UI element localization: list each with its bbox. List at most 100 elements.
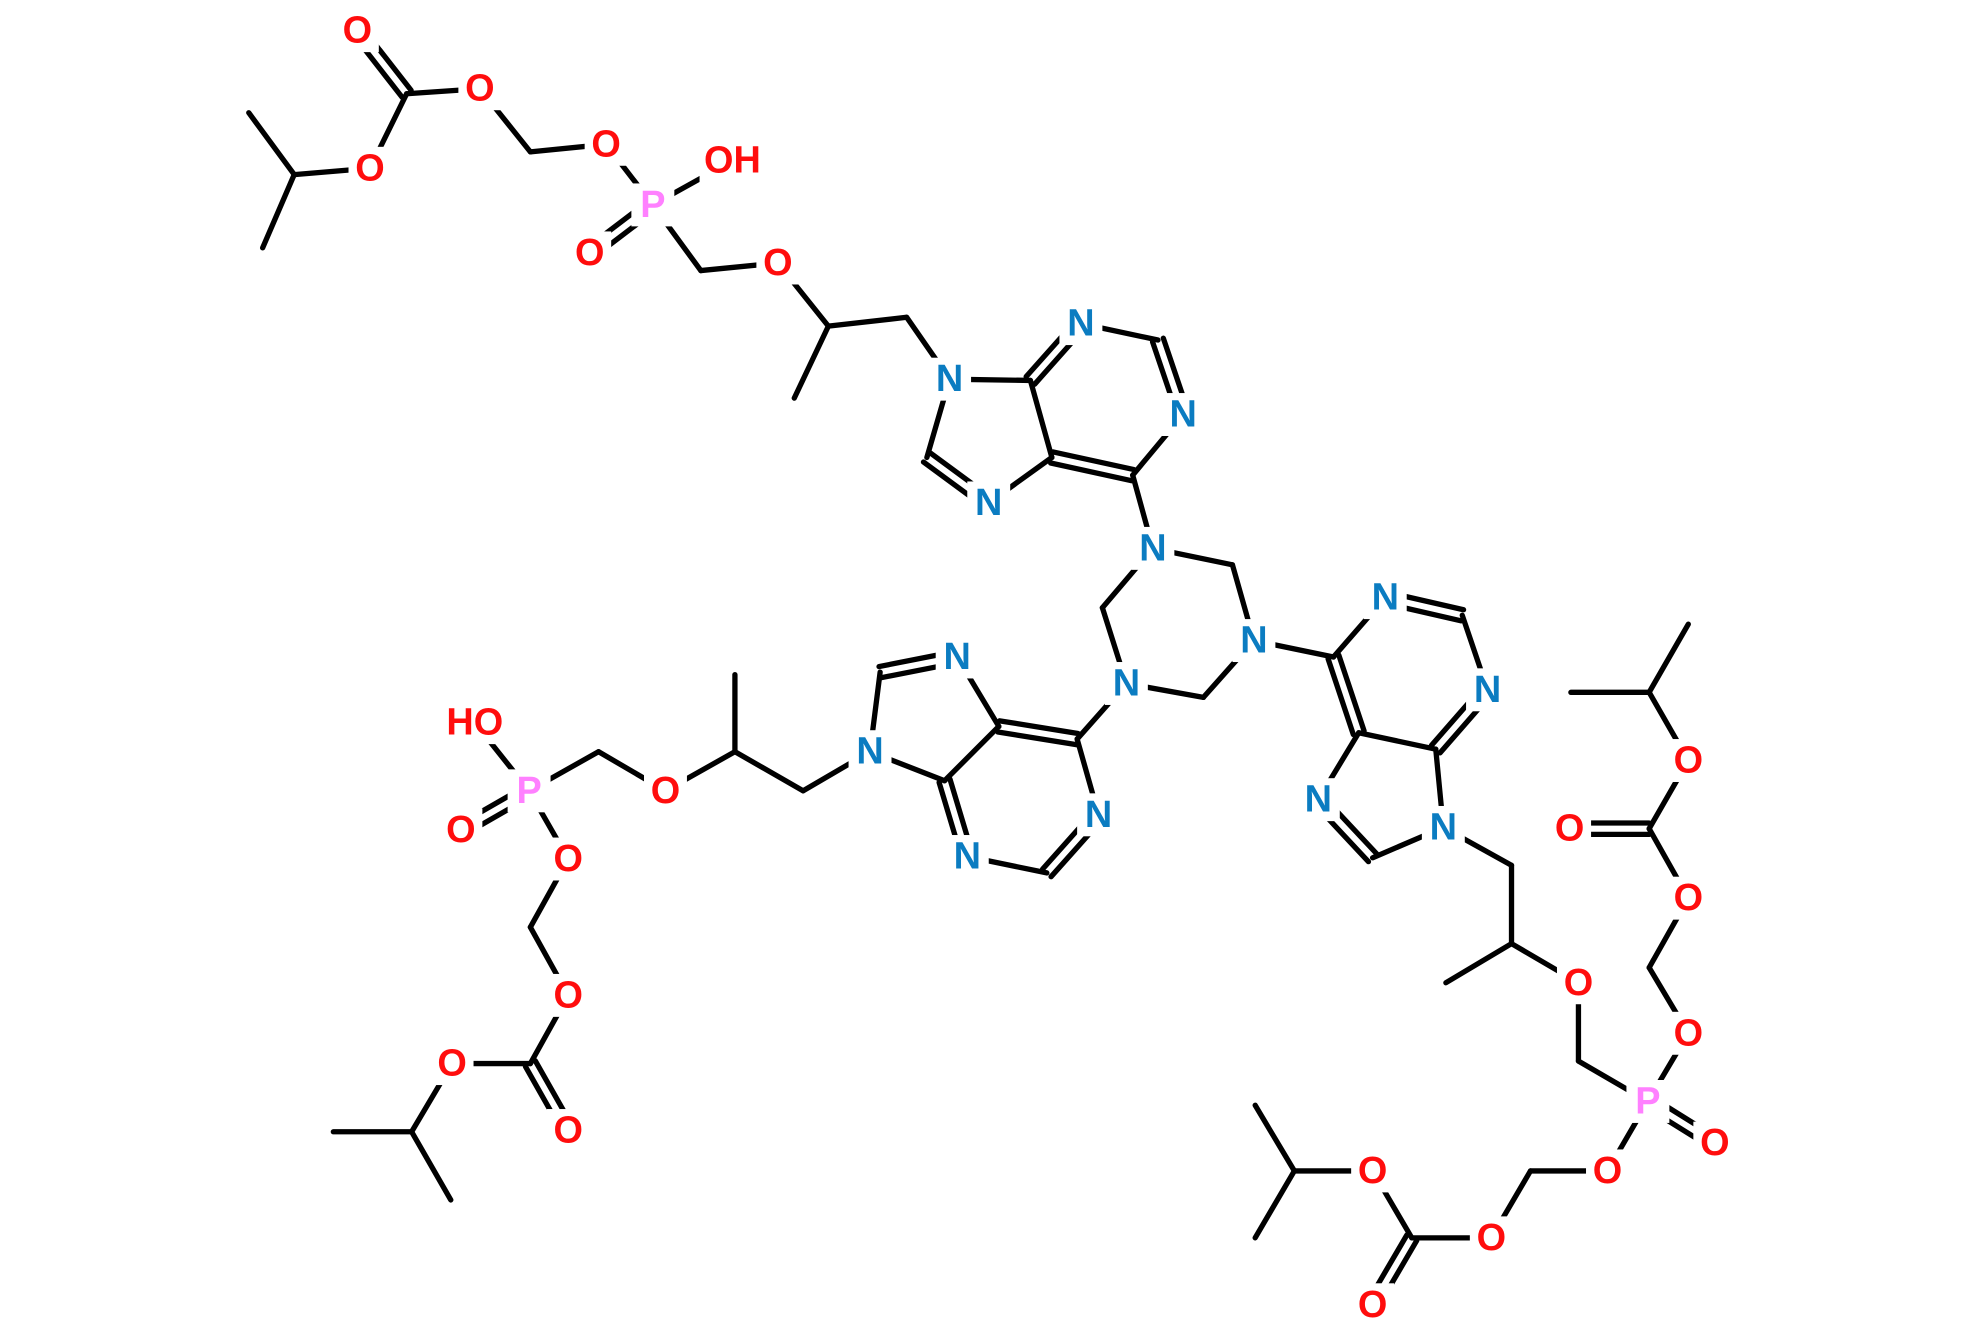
atom-background	[1626, 1080, 1670, 1123]
atom-label-n: N	[1113, 662, 1140, 704]
bond-line	[1646, 621, 1691, 695]
atom-background	[430, 1042, 474, 1086]
atom-background	[967, 481, 1011, 525]
atom-label-o: O	[1477, 1217, 1506, 1259]
atom-label-o: O	[1700, 1122, 1729, 1164]
atom-label-n: N	[856, 731, 883, 773]
atom-label-n: N	[975, 482, 1002, 524]
atom-label-o: O	[1358, 1150, 1387, 1192]
atom-label-o: O	[554, 838, 583, 880]
atom-label-o: O	[554, 974, 583, 1016]
bond-line	[825, 314, 910, 329]
bond-line	[941, 723, 1002, 784]
atom-background	[1421, 805, 1465, 849]
atom-background	[1363, 576, 1407, 620]
atom-label-n: N	[954, 835, 981, 877]
atom-label-n: N	[1372, 577, 1399, 619]
bond-line	[791, 323, 832, 401]
atom-label-o: O	[575, 232, 604, 274]
atom-background	[1469, 1216, 1513, 1260]
atom-label-o: O	[355, 147, 384, 189]
atom-background	[1666, 739, 1710, 782]
atom-label-o: O	[1593, 1150, 1622, 1192]
bond-line	[1027, 377, 1055, 461]
atom-background	[935, 635, 979, 679]
atom-label-o: O	[343, 10, 372, 52]
atom-label-n: N	[943, 636, 970, 678]
atom-background	[1232, 619, 1276, 663]
atom-background	[458, 67, 502, 111]
bond-line	[1252, 1168, 1297, 1241]
bond-line	[1356, 730, 1439, 752]
atom-label-o: O	[554, 1110, 583, 1152]
atom-background	[1296, 778, 1340, 822]
atom-label-o: O	[1358, 1284, 1387, 1326]
atom-background	[928, 357, 972, 401]
atom-label-o: O	[763, 242, 792, 284]
atom-background	[945, 835, 989, 878]
atom-label-n: N	[1240, 620, 1267, 662]
atom-background	[568, 231, 612, 275]
atom-label-n: N	[1067, 303, 1094, 345]
atom-background	[756, 241, 800, 285]
atom-label-n: N	[1305, 779, 1332, 821]
atom-label-p: P	[640, 184, 665, 226]
atom-background	[348, 146, 392, 190]
atom-label-p: P	[1635, 1080, 1660, 1122]
atom-background	[1466, 668, 1509, 712]
atom-background	[1059, 302, 1103, 346]
atom-background	[631, 183, 675, 227]
atom-background	[644, 769, 687, 813]
bond-line	[995, 729, 1079, 748]
atom-label-n: N	[1139, 527, 1166, 569]
bond-line	[246, 110, 297, 178]
atom-background	[1548, 807, 1592, 851]
atom-background	[439, 808, 483, 852]
atom-background	[1077, 793, 1121, 837]
atom-label-p: P	[516, 770, 541, 812]
bond-line	[1336, 652, 1367, 734]
atom-label-n: N	[1430, 806, 1457, 848]
bond-line	[1325, 656, 1356, 738]
bond-line	[1048, 460, 1135, 484]
atom-background	[1351, 1149, 1395, 1193]
bond-line	[1252, 1102, 1297, 1174]
atom-label-o: O	[1674, 1012, 1703, 1054]
bond-line	[732, 749, 806, 794]
atom-background	[584, 122, 628, 166]
bonds	[246, 24, 1721, 1311]
atom-background	[335, 9, 379, 53]
atom-label-o: O	[1555, 808, 1584, 850]
atom-label-n: N	[1170, 394, 1197, 436]
atom-background	[1131, 526, 1175, 570]
atom-background	[1104, 662, 1148, 705]
atom-background	[546, 1109, 590, 1152]
atom-label-n: N	[1085, 794, 1112, 836]
atom-background	[1666, 876, 1710, 920]
atom-label-n: N	[1474, 669, 1501, 711]
atom-label-o: O	[437, 1043, 466, 1085]
bond-line	[409, 1129, 454, 1203]
atom-background	[1556, 961, 1600, 1005]
atom-label-o: OH	[704, 140, 761, 182]
atom-background	[441, 701, 508, 745]
atom-background	[1161, 393, 1205, 436]
bond-line	[1050, 449, 1137, 473]
atom-label-o: O	[1674, 740, 1703, 782]
atom-label-o: O	[1674, 877, 1703, 919]
atom-background	[848, 730, 892, 774]
bond-line	[260, 171, 297, 251]
atom-background	[1666, 1011, 1710, 1055]
bond-line	[1443, 940, 1515, 986]
atom-background	[1586, 1149, 1629, 1193]
atom-background	[546, 973, 590, 1017]
atom-label-o: O	[651, 770, 680, 812]
atom-background	[507, 769, 551, 813]
atom-label-o: O	[446, 809, 475, 851]
atom-background	[699, 139, 766, 183]
atom-label-o: HO	[446, 702, 503, 744]
atom-background	[1351, 1283, 1395, 1327]
atom-label-n: N	[936, 358, 963, 400]
